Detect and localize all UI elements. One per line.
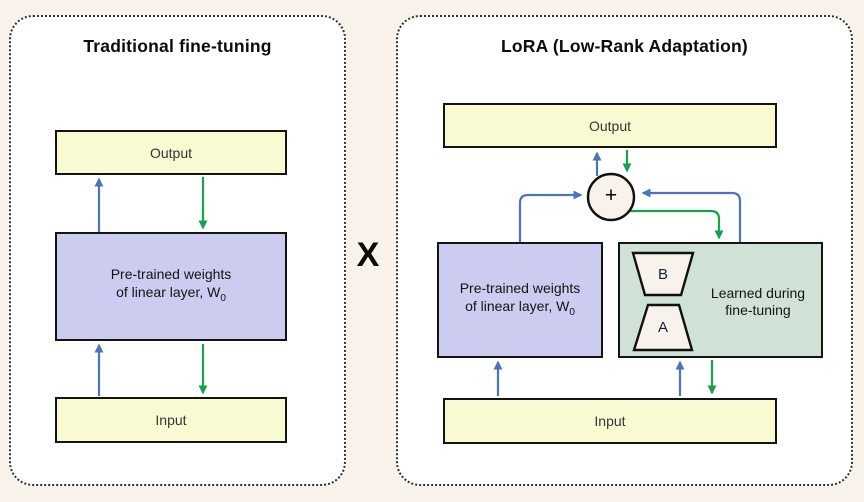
traditional-output-box: Output: [55, 130, 287, 175]
lora-a-matrix-label: A: [657, 319, 668, 336]
learned-during-finetuning-caption: Learned during fine-tuning: [710, 285, 806, 318]
lora-output-box: Output: [443, 103, 777, 148]
lora-output-label: Output: [588, 117, 632, 134]
lora-weights-box: Pre-trained weights of linear layer, W0: [437, 242, 603, 358]
lora-input-box: Input: [443, 398, 777, 444]
traditional-panel-title: Traditional fine-tuning: [83, 36, 272, 56]
traditional-weights-box: Pre-trained weights of linear layer, W0: [55, 232, 287, 341]
multiply-symbol: X: [356, 236, 380, 274]
traditional-weights-label: Pre-trained weights of linear layer, W0: [110, 266, 232, 304]
lora-panel: LoRA (Low-Rank Adaptation) Output Pre-tr…: [396, 15, 853, 486]
lora-weights-label: Pre-trained weights of linear layer, W0: [459, 279, 581, 318]
lora-input-label: Input: [594, 413, 626, 429]
lora-b-matrix-label: B: [657, 265, 668, 283]
lora-panel-title: LoRA (Low-Rank Adaptation): [501, 36, 748, 56]
traditional-input-label: Input: [155, 412, 187, 428]
traditional-output-label: Output: [149, 144, 193, 161]
traditional-input-box: Input: [55, 397, 287, 443]
plus-node-label: +: [604, 184, 618, 207]
traditional-finetuning-panel: Traditional fine-tuning Output Pre-train…: [9, 15, 346, 486]
